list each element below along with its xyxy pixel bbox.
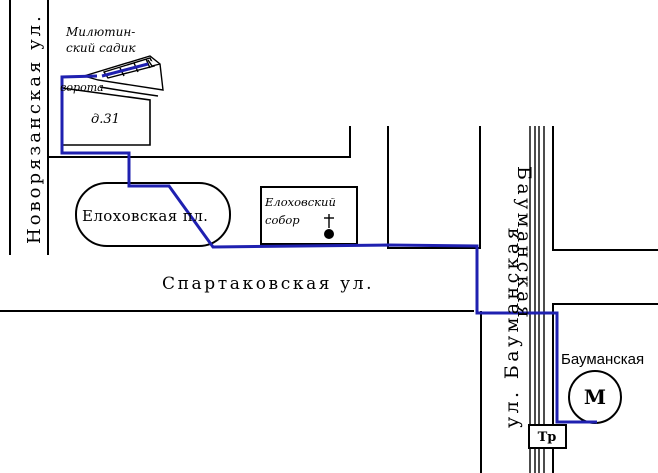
baumanskaya-lower-label: ул. Бауманская <box>501 224 523 428</box>
tram-rails <box>529 126 545 473</box>
walking-route-garden <box>101 62 149 78</box>
walking-route <box>60 74 597 424</box>
lower-right-block-edge <box>552 303 658 473</box>
elokhovskaya-square <box>75 182 231 247</box>
spartakovskaya-street-label: Спартаковская ул. <box>162 274 374 294</box>
tram-stop-box <box>528 424 567 449</box>
cathedral-label-2: собор <box>265 213 300 227</box>
middle-block-edge <box>387 126 481 249</box>
cathedral-cross-icon <box>324 214 334 228</box>
gate-label: ворота <box>60 81 104 94</box>
tram-stop-label: Тр <box>538 430 557 445</box>
upper-right-block-edge <box>552 126 658 251</box>
cathedral-label-1: Елоховский <box>264 195 336 209</box>
cathedral-dot-icon <box>324 229 334 239</box>
milyutin-garden-label-1: Милютин- <box>65 25 135 39</box>
elokhovskaya-square-label: Елоховская пл. <box>82 207 208 225</box>
gate-lines <box>99 86 159 97</box>
north-block-edge <box>47 0 351 158</box>
baumanskaya-upper-label: Бауманская <box>513 166 535 321</box>
elokhovsky-cathedral <box>260 186 358 245</box>
novoryazanskaya-street-label: Новорязанская ул. <box>24 13 45 244</box>
metro-station-label: Бауманская <box>561 351 644 368</box>
metro-symbol-icon: М <box>584 385 606 409</box>
milyutin-garden-label-2: ский садик <box>66 41 136 55</box>
house-31-label: д.31 <box>91 112 120 127</box>
